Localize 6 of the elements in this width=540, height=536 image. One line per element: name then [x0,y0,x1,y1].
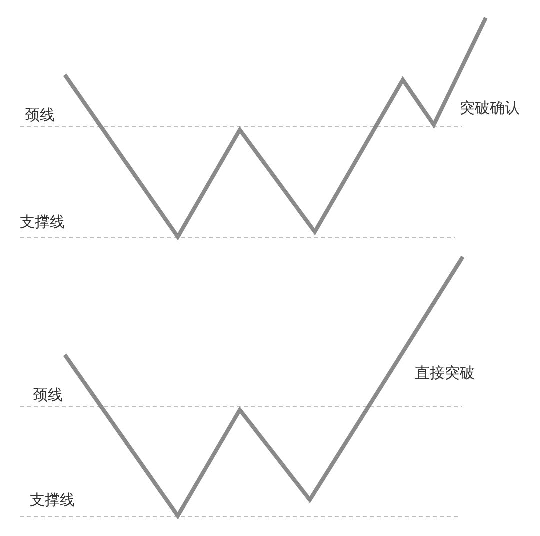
line-label: 颈线 [25,106,55,124]
line-label: 颈线 [33,386,63,404]
line-label: 支撑线 [30,491,75,509]
line-label: 支撑线 [20,213,65,231]
line-label: 突破确认 [460,99,520,117]
line-label: 直接突破 [415,364,475,382]
